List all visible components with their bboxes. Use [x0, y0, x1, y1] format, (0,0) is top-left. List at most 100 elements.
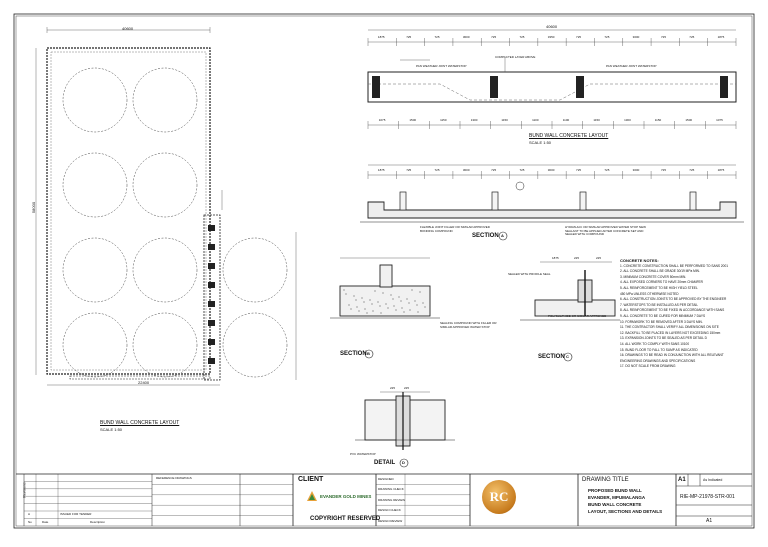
elevation-dim-bottom: 1150 — [593, 118, 600, 122]
section-a-post — [491, 191, 499, 211]
elevation-dim-bottom: 1100 — [562, 118, 570, 122]
section-a-dim: 725 — [434, 168, 440, 172]
aggregate-dot — [395, 309, 397, 311]
tank-circle — [132, 152, 198, 218]
aggregate-dot — [411, 289, 413, 291]
elevation-dim-bottom: 1075 — [716, 118, 723, 122]
elevation-dim-bottom: 1150 — [440, 118, 447, 122]
section-a-dim: 1875 — [717, 168, 725, 172]
wall-posts — [208, 225, 215, 364]
section-a-dim: 725 — [491, 168, 497, 172]
aggregate-dot — [363, 301, 365, 303]
section-a-note-right: HYDRAULIC OR SIMILAR APPROVED WATER STOP… — [565, 225, 646, 236]
section-a-post — [579, 191, 587, 211]
section-c-drawing — [520, 261, 620, 362]
aggregate-dot — [403, 311, 405, 313]
section-b-marker: B — [367, 351, 370, 356]
elevation-dim-top: 725 — [604, 35, 610, 39]
elevation-dim-top: 725 — [660, 35, 666, 39]
elevation-dim-top: 1875 — [377, 35, 385, 39]
elevation-dim-bottom: 1075 — [378, 118, 386, 122]
wall-post — [208, 358, 215, 364]
rev-col-date: Date — [42, 520, 49, 524]
consultant-logo-initials: RC — [489, 489, 509, 504]
aggregate-dot — [417, 311, 419, 313]
aggregate-dot — [364, 308, 366, 310]
elevation-dim-bottom: 1300 — [624, 118, 631, 122]
elevation-joint — [490, 76, 498, 98]
elevation-note-c: COMPACTED LAYER ABOVE — [495, 55, 536, 59]
aggregate-dot — [371, 303, 373, 305]
drawing-title-line: BUND WALL CONCRETE — [588, 502, 642, 507]
tank-circle — [132, 67, 198, 133]
section-c-title: SECTION — [538, 354, 565, 360]
aggregate-dot — [358, 310, 360, 312]
wall-post — [208, 320, 215, 326]
aggregate-dot — [419, 291, 421, 293]
tank-circle — [222, 312, 288, 378]
aggregate-dot — [390, 294, 392, 296]
detail-dim: 225 — [390, 386, 396, 390]
plan-dim-bottom: 22400 — [138, 380, 150, 385]
note-line: 5. ALL REINFORCEMENT TO BE HIGH YIELD ST… — [620, 285, 698, 290]
drawing-number: RIE-MP-21978-STR-001 — [680, 494, 735, 500]
copyright: COPYRIGHT RESERVED — [310, 516, 381, 522]
rev-col-no: No — [28, 520, 32, 524]
consultant-logo: RC — [482, 480, 516, 514]
aggregate-dot — [353, 295, 355, 297]
aggregate-dot — [348, 304, 350, 306]
aggregate-dot — [369, 299, 371, 301]
note-line: 8. ALL REINFORCEMENT TO BE FIXED IN ACCO… — [620, 308, 725, 313]
elevation-dim-bottom: 1500 — [685, 118, 693, 122]
elevation-title: BUND WALL CONCRETE LAYOUT — [529, 133, 609, 139]
client-name: EVANDER GOLD MINES — [320, 494, 372, 499]
section-a-dim: 3000 — [462, 168, 470, 172]
note-line: 3. MINIMUM CONCRETE COVER 50mm MIN. — [620, 274, 687, 279]
section-a-title: SECTION — [472, 233, 499, 239]
elevation-dim-top: 3000 — [462, 35, 470, 39]
wall-post — [208, 225, 215, 231]
plan-view — [35, 27, 297, 386]
note-line: 10. FORMWORK TO BE REMOVED AFTER 3 DAYS … — [620, 319, 703, 324]
plan-dim-left: 58000 — [31, 201, 37, 214]
detail-note: PVC WATERSTOP — [350, 452, 376, 456]
plan-dim-top: 40600 — [122, 26, 134, 31]
elevation-dim-top: 1875 — [717, 35, 725, 39]
elevation-ticks-top — [367, 38, 737, 46]
aggregate-dot — [385, 303, 387, 305]
elevation-dim-top: 3350 — [547, 35, 555, 39]
detail-d-drawing — [355, 391, 455, 468]
elevation-dim-top: 725 — [491, 35, 497, 39]
notes-list: 1. CONCRETE CONSTRUCTION SHALL BE PERFOR… — [620, 264, 750, 370]
elevation-joints — [372, 76, 728, 98]
aggregate-dot — [356, 306, 358, 308]
section-c-note-top: SEALED WITH PROFILE SEAL — [508, 272, 551, 276]
consultant-row-label: DESIGN CHECK — [378, 508, 401, 513]
note-line: 15. BUND FLOOR TO FALL TO SUMP AS INDICA… — [620, 347, 698, 352]
sheet-size: A1 — [678, 477, 686, 483]
section-a-dim: 725 — [406, 168, 412, 172]
elevation-dim-top: 725 — [434, 35, 440, 39]
elevation-note-a: PAN WEATHER JOINT WATERSTOP — [416, 64, 467, 68]
note-line: 450 MPa UNLESS OTHERWISE NOTED — [620, 291, 679, 296]
aggregate-dot — [398, 296, 400, 298]
title-block-rows — [24, 474, 470, 526]
revision-value: A1 — [706, 518, 713, 524]
note-line: 4. ALL EXPOSED CORNERS TO HAVE 20mm CHAM… — [620, 280, 703, 285]
elevation-ticks-bottom — [367, 121, 737, 129]
note-line: 13. EXPANSION JOINTS TO BE SEALED AS PER… — [620, 336, 707, 341]
section-c-dim: 1875 — [552, 256, 559, 260]
detail-title: DETAIL — [374, 460, 396, 466]
elevation-note-b: PAN WEATHER JOINT WATERSTOP — [606, 64, 657, 68]
aggregate-dot — [377, 301, 379, 303]
note-line: 11. THE CONTRACTOR SHALL VERIFY ALL DIME… — [620, 325, 719, 330]
aggregate-dot — [387, 307, 389, 309]
aggregate-dot — [393, 305, 395, 307]
client-label: CLIENT — [298, 476, 324, 483]
aggregate-dot — [372, 310, 374, 312]
drawing-title-line: EVANDER, MPUMALANGA — [588, 495, 646, 500]
rev-row-desc: ISSUED FOR TENDER — [60, 512, 92, 516]
section-a-dim: 725 — [604, 168, 610, 172]
